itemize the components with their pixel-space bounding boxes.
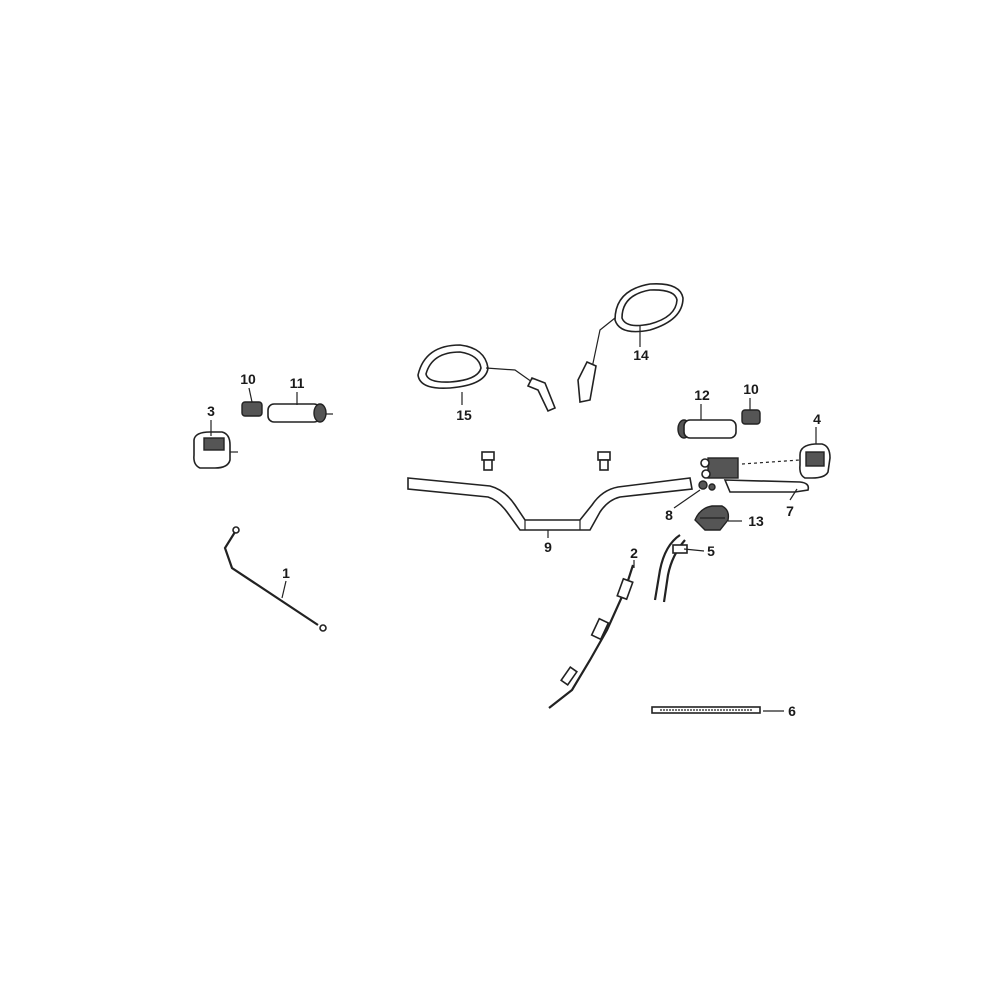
grip-right xyxy=(677,419,737,439)
callout-15: 15 xyxy=(456,407,472,423)
grip-left xyxy=(267,403,333,423)
callout-1: 1 xyxy=(282,565,290,581)
brake-lever-assembly xyxy=(700,457,810,493)
callout-5: 5 xyxy=(707,543,715,559)
callout-3: 3 xyxy=(207,403,215,419)
master-cylinder xyxy=(694,505,730,531)
callout-6: 6 xyxy=(788,703,796,719)
grip-end-right xyxy=(741,409,761,425)
handlebar-clamp-bolt-left xyxy=(481,451,495,471)
handlebar-clamp-bolt-right xyxy=(597,451,611,471)
brake-cable xyxy=(548,564,635,709)
mirror-left xyxy=(417,344,557,413)
callout-10-left: 10 xyxy=(240,371,256,387)
mirror-right xyxy=(577,282,684,403)
callout-14: 14 xyxy=(633,347,649,363)
callout-2: 2 xyxy=(630,545,638,561)
callout-9: 9 xyxy=(544,539,552,555)
throttle-cable xyxy=(223,526,327,632)
callout-labels: 1 2 3 4 5 6 7 8 9 10 10 11 12 13 14 15 xyxy=(207,347,821,719)
switch-housing-right xyxy=(741,443,831,479)
handlebar xyxy=(407,477,693,531)
callout-10-right: 10 xyxy=(743,381,759,397)
callout-13: 13 xyxy=(748,513,764,529)
callout-12: 12 xyxy=(694,387,710,403)
callout-4: 4 xyxy=(813,411,821,427)
callout-11: 11 xyxy=(290,375,305,391)
leader-lines xyxy=(210,326,817,712)
screws xyxy=(698,480,716,491)
cable-tie xyxy=(651,706,761,714)
switch-housing-left xyxy=(193,431,238,469)
callout-7: 7 xyxy=(786,503,794,519)
grip-end-left xyxy=(241,401,263,417)
switch-wire xyxy=(653,534,688,603)
callout-8: 8 xyxy=(665,507,673,523)
